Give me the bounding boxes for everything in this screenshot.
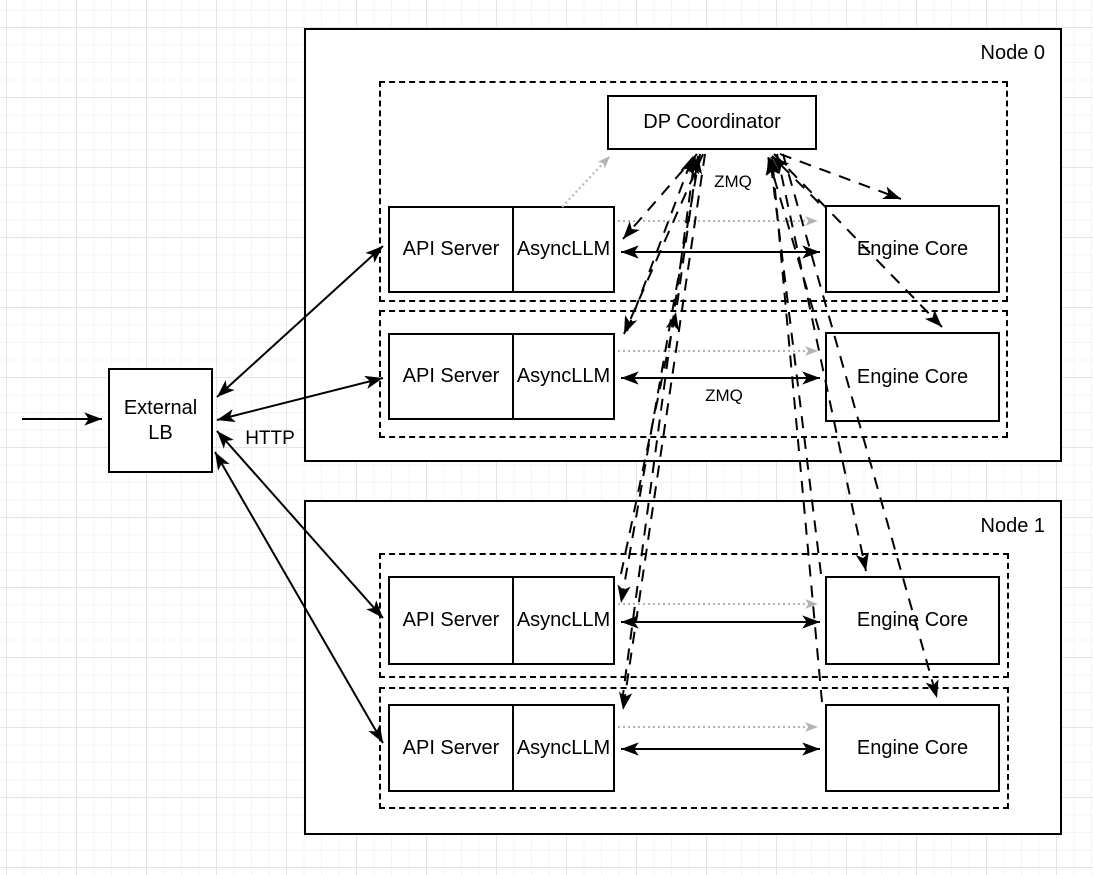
external-lb-label-line1: External [123,396,198,419]
dp-coordinator-label: DP Coordinator [643,111,781,133]
http-edge-label: HTTP [245,428,295,449]
dp-coordinator-box: DP Coordinator [607,95,817,150]
node1-replica0-engine-core-label: Engine Core [856,609,969,631]
node1-replica1-asyncllm-label: AsyncLLM [512,706,613,790]
zmq-engine-label: ZMQ [705,386,743,405]
node1-replica1-api-server-label: API Server [402,736,500,759]
node1-replica1-api-asyncllm-box: API Server AsyncLLM [388,704,615,792]
node0-replica1-api-server-label: API Server [402,365,500,387]
node1-label: Node 1 [980,515,1046,537]
node1-replica1-engine-core-label: Engine Core [856,736,969,759]
node1-replica0-api-asyncllm-box: API Server AsyncLLM [388,576,615,665]
node1-replica1-engine-core-box: Engine Core [825,704,1000,792]
node0-replica1-api-asyncllm-box: API Server AsyncLLM [388,333,615,420]
node1-replica0-api-server-label: API Server [402,609,500,631]
node0-replica1-engine-core-box: Engine Core [825,332,1000,422]
zmq-coordinator-label: ZMQ [714,172,752,191]
node0-replica0-engine-core-label: Engine Core [856,237,969,260]
node1-replica0-engine-core-box: Engine Core [825,576,1000,665]
node0-replica0-asyncllm-label: AsyncLLM [512,208,613,291]
node1-replica0-asyncllm-label: AsyncLLM [512,578,613,663]
node0-replica0-engine-core-box: Engine Core [825,205,1000,293]
external-lb-box: External LB [108,368,213,473]
external-lb-label-line2: LB [148,421,173,444]
node0-replica0-api-server-label: API Server [402,238,500,260]
node0-label: Node 0 [980,42,1046,64]
node0-replica1-engine-core-label: Engine Core [856,365,969,388]
node0-replica0-api-asyncllm-box: API Server AsyncLLM [388,206,615,293]
external-lb-label: External LB [124,396,197,446]
node0-replica1-asyncllm-label: AsyncLLM [512,335,613,418]
